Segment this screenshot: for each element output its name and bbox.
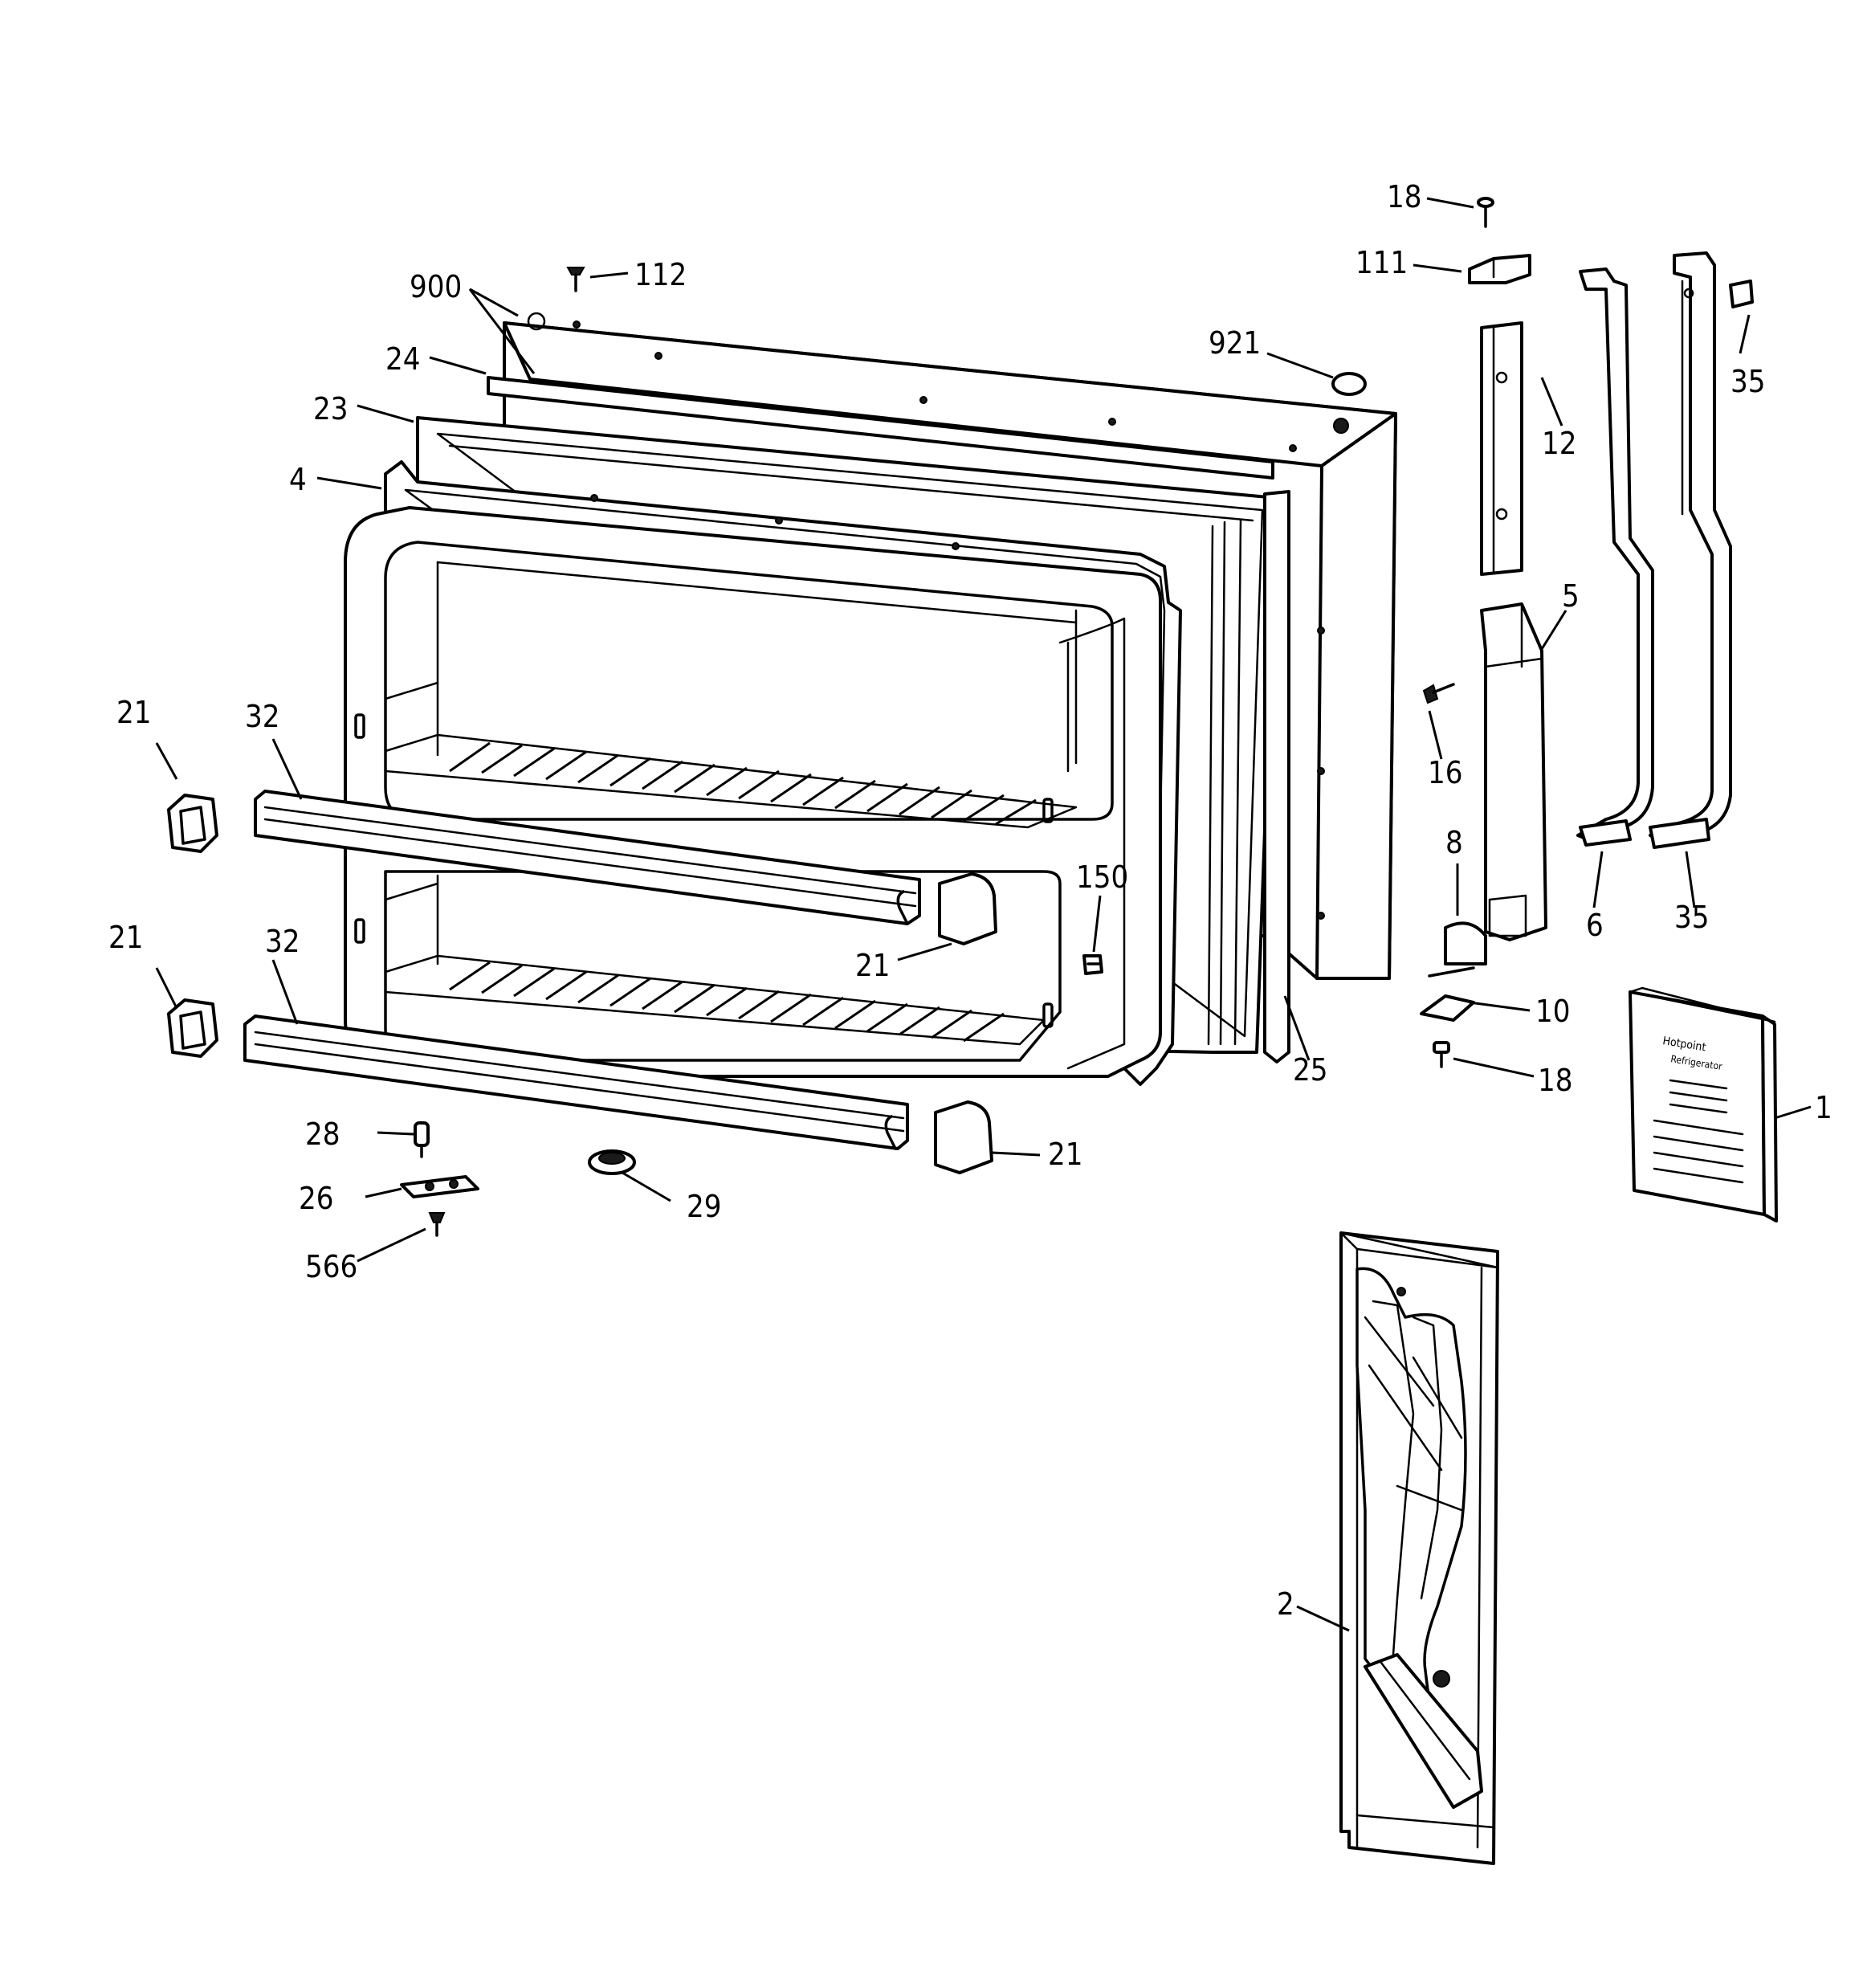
- handle-mount-5: [1480, 602, 1547, 941]
- leader-lines: [155, 197, 1812, 1632]
- label-29: 29: [687, 1189, 722, 1224]
- label-18-top: 18: [1387, 179, 1422, 214]
- label-32-lower: 32: [265, 924, 300, 959]
- bracket-10: [1420, 994, 1475, 1022]
- label-900: 900: [410, 269, 462, 304]
- label-21-lower-right: 21: [1048, 1137, 1083, 1172]
- owners-manual: Hotpoint Refrigerator: [1629, 986, 1778, 1223]
- label-26: 26: [299, 1181, 334, 1216]
- hinge-part-8: [1428, 921, 1487, 978]
- label-21-lower-left: 21: [108, 920, 144, 955]
- label-5: 5: [1562, 578, 1580, 614]
- label-32-upper: 32: [245, 699, 280, 734]
- gasket-strip-25: [1263, 490, 1290, 1063]
- end-cap-upper-left: [167, 794, 218, 853]
- handle-trim-2: [1339, 1231, 1499, 1865]
- label-112: 112: [634, 257, 687, 292]
- hinge-channel-12: [1480, 321, 1523, 576]
- label-12: 12: [1542, 426, 1577, 461]
- bracket-26: [400, 1175, 479, 1198]
- label-8: 8: [1445, 825, 1463, 860]
- label-1: 1: [1815, 1090, 1832, 1125]
- hinge-cover-111: [1468, 254, 1531, 284]
- label-28: 28: [305, 1116, 340, 1152]
- grommet-29: [588, 1149, 636, 1175]
- label-4: 4: [289, 462, 307, 497]
- handle-35: [1649, 251, 1732, 849]
- shelf-bar-lower: [243, 1014, 909, 1150]
- label-16: 16: [1428, 755, 1463, 790]
- handle-bar-6: [1576, 267, 1654, 847]
- label-111: 111: [1355, 245, 1408, 280]
- screw-150: [1082, 954, 1103, 975]
- label-921: 921: [1209, 325, 1261, 361]
- plug-921: [1331, 372, 1367, 396]
- end-cap-lower-right: [934, 1100, 993, 1174]
- label-566: 566: [305, 1249, 357, 1284]
- label-25: 25: [1293, 1052, 1328, 1088]
- pin-28: [414, 1121, 430, 1158]
- label-150: 150: [1076, 859, 1128, 895]
- label-21-upper-left: 21: [116, 695, 152, 730]
- screw-18-top: [1477, 197, 1494, 228]
- label-6: 6: [1586, 908, 1604, 943]
- end-cap-lower-left: [167, 998, 218, 1058]
- part-labels: 18 111 112 900 921 35 24 23 12 4 5 21 32…: [108, 179, 1832, 1622]
- screw-112: [566, 267, 585, 292]
- end-cap-upper-right: [938, 872, 997, 945]
- insulation-24: [487, 376, 1274, 480]
- pad-35: [1729, 280, 1754, 308]
- label-2: 2: [1277, 1586, 1294, 1622]
- label-24: 24: [385, 341, 421, 377]
- screw-18-bottom: [1433, 1041, 1450, 1068]
- label-10: 10: [1535, 994, 1571, 1029]
- screw-566: [428, 1212, 446, 1237]
- inner-liner: [344, 506, 1162, 1078]
- label-21-upper-right: 21: [855, 948, 891, 983]
- screw-16: [1422, 683, 1455, 704]
- label-18-bottom: 18: [1538, 1063, 1573, 1098]
- label-23: 23: [313, 391, 349, 427]
- label-35-bottom: 35: [1674, 900, 1710, 935]
- label-35-top: 35: [1731, 364, 1766, 399]
- shelf-bar-upper: [254, 790, 921, 925]
